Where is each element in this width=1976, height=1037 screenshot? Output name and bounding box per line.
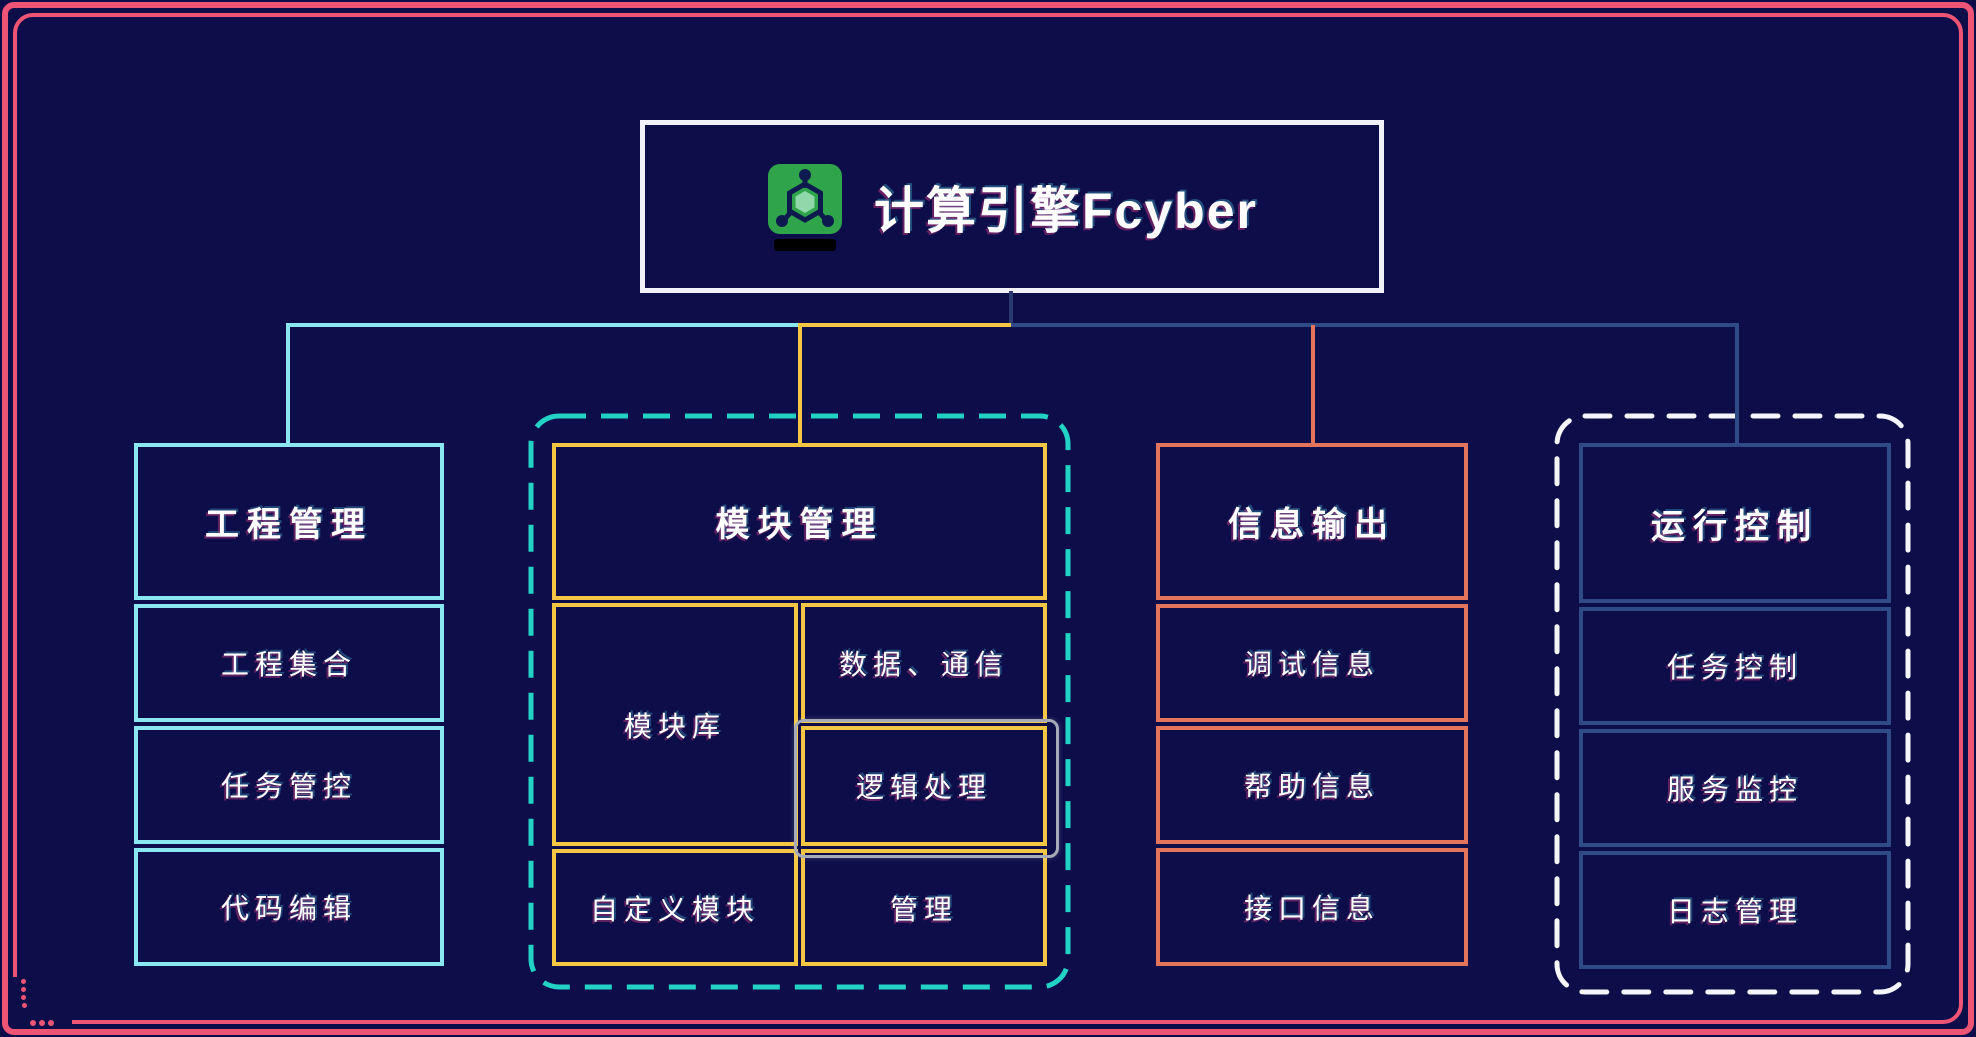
group-information-output: 信息输出 调试信息 帮助信息 接口信息: [1156, 443, 1468, 966]
corner-dot: [39, 1020, 45, 1026]
node-data-communication[interactable]: 数据、通信: [801, 603, 1047, 723]
corner-dot: [22, 1003, 27, 1008]
corner-dot: [21, 995, 26, 1000]
group-project-management: 工程管理 工程集合 任务管控 代码编辑: [134, 443, 444, 966]
icon-shadow-bar: [774, 239, 837, 251]
corner-dot: [48, 1020, 54, 1026]
node-interface-info[interactable]: 接口信息: [1156, 848, 1468, 966]
corner-dot: [21, 987, 26, 992]
connector-branch-info: [1311, 325, 1315, 445]
node-project-management[interactable]: 工程管理: [134, 443, 444, 600]
node-help-info[interactable]: 帮助信息: [1156, 726, 1468, 844]
connector-root-stem: [1009, 291, 1013, 327]
group-run-control: 运行控制 任务控制 服务监控 日志管理: [1579, 443, 1891, 969]
node-manage[interactable]: 管理: [801, 849, 1047, 966]
root-node-label: 计算引擎Fcyber: [874, 182, 1258, 239]
node-custom-module[interactable]: 自定义模块: [552, 849, 798, 966]
connector-branch-module: [798, 323, 802, 447]
connector-bus-blue: [1011, 323, 1739, 327]
node-code-editing[interactable]: 代码编辑: [134, 848, 444, 966]
node-task-control[interactable]: 任务控制: [1579, 607, 1891, 725]
node-project-collection[interactable]: 工程集合: [134, 604, 444, 722]
connector-bus-cyan: [286, 323, 802, 327]
node-log-management[interactable]: 日志管理: [1579, 851, 1891, 969]
node-module-library[interactable]: 模块库: [552, 603, 798, 846]
node-logic-processing[interactable]: 逻辑处理: [801, 726, 1047, 846]
group-module-management: 模块管理 模块库 数据、通信 逻辑处理 自定义模块 管理: [552, 443, 1059, 966]
node-task-management[interactable]: 任务管控: [134, 726, 444, 844]
engine-molecule-icon: [766, 162, 844, 251]
node-information-output[interactable]: 信息输出: [1156, 443, 1468, 600]
corner-dot: [21, 979, 26, 984]
connector-branch-project: [286, 323, 290, 445]
node-run-control[interactable]: 运行控制: [1579, 443, 1891, 603]
corner-dot: [30, 1020, 36, 1026]
root-node[interactable]: 计算引擎Fcyber: [640, 120, 1384, 293]
node-module-management[interactable]: 模块管理: [552, 443, 1047, 600]
node-service-monitor[interactable]: 服务监控: [1579, 729, 1891, 847]
connector-branch-run: [1735, 325, 1739, 445]
connector-bus-gold: [798, 323, 1011, 327]
node-debug-info[interactable]: 调试信息: [1156, 604, 1468, 722]
